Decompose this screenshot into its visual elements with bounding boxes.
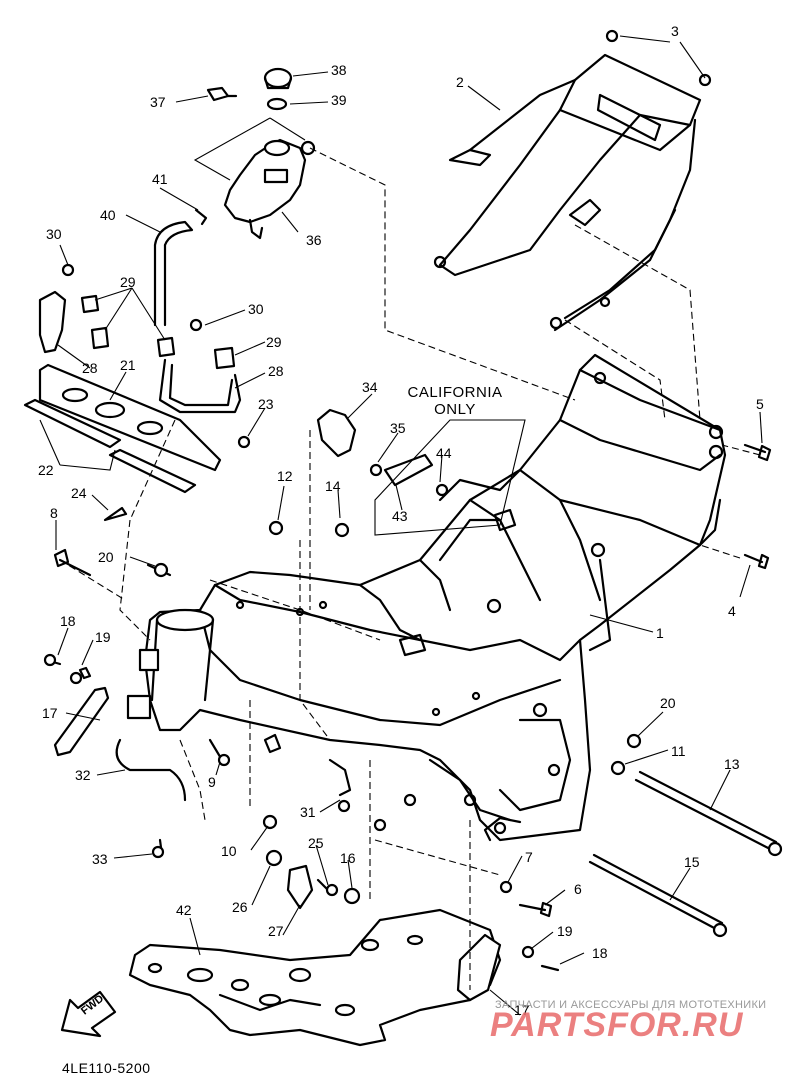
callout-20-right: 20 (660, 695, 676, 711)
callout-35: 35 (390, 420, 406, 436)
fwd-arrow-icon (60, 990, 117, 1038)
callout-10: 10 (221, 843, 237, 859)
callout-26: 26 (232, 899, 248, 915)
callout-5: 5 (756, 396, 764, 412)
callout-19-left: 19 (95, 629, 111, 645)
callout-43: 43 (392, 508, 408, 524)
callout-3: 3 (671, 23, 679, 39)
callout-15: 15 (684, 854, 700, 870)
callout-44: 44 (436, 445, 452, 461)
callout-42: 42 (176, 902, 192, 918)
callout-1: 1 (656, 625, 664, 641)
callout-12: 12 (277, 468, 293, 484)
hose (153, 208, 208, 327)
callout-16: 16 (340, 850, 356, 866)
callout-39: 39 (331, 92, 347, 108)
reservoir-tank (206, 67, 316, 240)
callout-37: 37 (150, 94, 166, 110)
small-brackets (53, 686, 352, 910)
callout-13: 13 (724, 756, 740, 772)
callout-18-right: 18 (592, 945, 608, 961)
callout-31: 31 (300, 804, 316, 820)
callout-32: 32 (75, 767, 91, 783)
callout-6: 6 (574, 881, 582, 897)
callout-28-left: 28 (82, 360, 98, 376)
bracket-assembly (38, 263, 242, 414)
rear-subframe (433, 29, 712, 332)
callout-36: 36 (306, 232, 322, 248)
seat-plate (23, 363, 251, 522)
callout-22: 22 (38, 462, 54, 478)
callout-18-left: 18 (60, 613, 76, 629)
callout-40: 40 (100, 207, 116, 223)
callout-11: 11 (671, 743, 686, 759)
callout-34: 34 (362, 379, 378, 395)
callout-7: 7 (525, 849, 533, 865)
watermark-logo: PARTSFOR.RU (490, 1006, 744, 1044)
callout-23: 23 (258, 396, 274, 412)
callout-20-left: 20 (98, 549, 114, 565)
skid-plate (128, 908, 502, 1047)
callout-2: 2 (456, 74, 464, 90)
callout-17-right: 17 (514, 1002, 530, 1018)
callout-28-right: 28 (268, 363, 284, 379)
callout-21: 21 (120, 357, 136, 373)
callout-29-right: 29 (266, 334, 282, 350)
california-bracket (268, 408, 526, 538)
callout-38: 38 (331, 62, 347, 78)
long-bolts (588, 770, 783, 938)
callout-4: 4 (728, 603, 736, 619)
california-only-note: CALIFORNIA ONLY (407, 384, 503, 419)
callout-25: 25 (308, 835, 324, 851)
callout-8: 8 (50, 505, 58, 521)
leader-lines (39, 35, 763, 1016)
main-frame (126, 353, 727, 842)
callout-33: 33 (92, 851, 108, 867)
callout-30-right: 30 (248, 301, 264, 317)
callout-19-right: 19 (557, 923, 573, 939)
callout-17-left: 17 (42, 705, 58, 721)
assembly-lines (59, 147, 761, 990)
callout-27: 27 (268, 923, 284, 939)
callout-24: 24 (71, 485, 87, 501)
callout-14: 14 (325, 478, 341, 494)
callout-41: 41 (152, 171, 168, 187)
diagram-code: 4LE110-5200 (62, 1060, 151, 1076)
watermark-caption: ЗАПЧАСТИ И АКСЕССУАРЫ ДЛЯ МОТОТЕХНИКИ (495, 999, 767, 1011)
callout-29-left: 29 (120, 274, 136, 290)
callout-9: 9 (208, 774, 216, 790)
callout-30-left: 30 (46, 226, 62, 242)
fasteners (43, 443, 772, 972)
